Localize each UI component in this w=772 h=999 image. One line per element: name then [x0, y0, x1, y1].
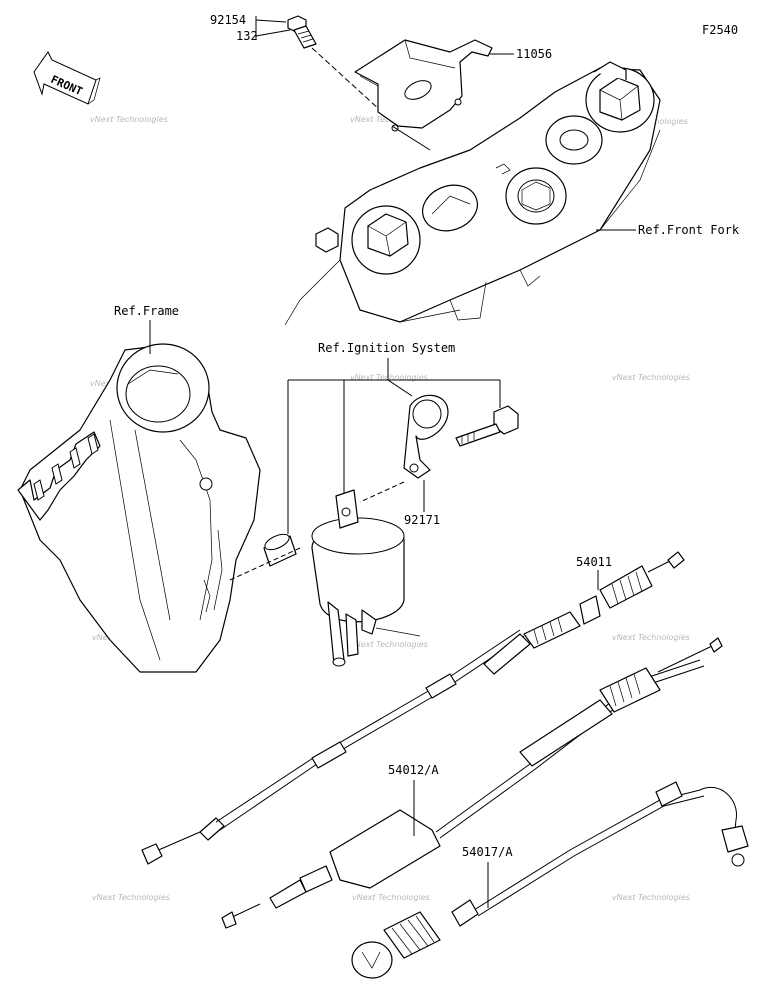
callout-54017-a: 54017/A [462, 845, 513, 859]
spacer [263, 533, 297, 567]
callout-ref-ignition-system: Ref.Ignition System [318, 341, 455, 355]
frame-head-pipe [17, 343, 261, 673]
callout-ref-front-fork: Ref.Front Fork [638, 223, 740, 237]
bracket-11056 [354, 39, 493, 132]
callout-132: 132 [236, 29, 258, 43]
watermark: vNext Technologies [92, 893, 170, 902]
watermark: vNext Technologies [612, 893, 690, 902]
ignition-assembly: Ref.Ignition System [229, 341, 519, 667]
cable-54012-a [221, 637, 723, 929]
bolt-92154 [287, 15, 317, 49]
callout-54012-a: 54012/A [388, 763, 439, 777]
watermark: vNext Technologies [612, 633, 690, 642]
figure-code: F2540 [702, 23, 738, 37]
cable-54017-a [351, 781, 749, 979]
ignition-coil [311, 489, 421, 667]
front-direction-marker: FRONT [33, 51, 101, 105]
steering-stem-assembly [284, 15, 661, 326]
callout-ref-frame: Ref.Frame [114, 304, 179, 318]
callout-92171: 92171 [404, 513, 440, 527]
cable-54011 [141, 551, 685, 865]
watermark: vNext Technologies [350, 373, 428, 382]
callout-11056: 11056 [516, 47, 552, 61]
watermark: vNext Technologies [350, 640, 428, 649]
callout-54011: 54011 [576, 555, 612, 569]
watermark: vNext Technologies [612, 373, 690, 382]
watermark: vNext Technologies [352, 893, 430, 902]
bolt [455, 405, 519, 447]
watermark: vNext Technologies [90, 115, 168, 124]
clamp-92171 [403, 394, 449, 479]
callout-92154: 92154 [210, 13, 246, 27]
upper-triple-clamp [284, 61, 661, 326]
